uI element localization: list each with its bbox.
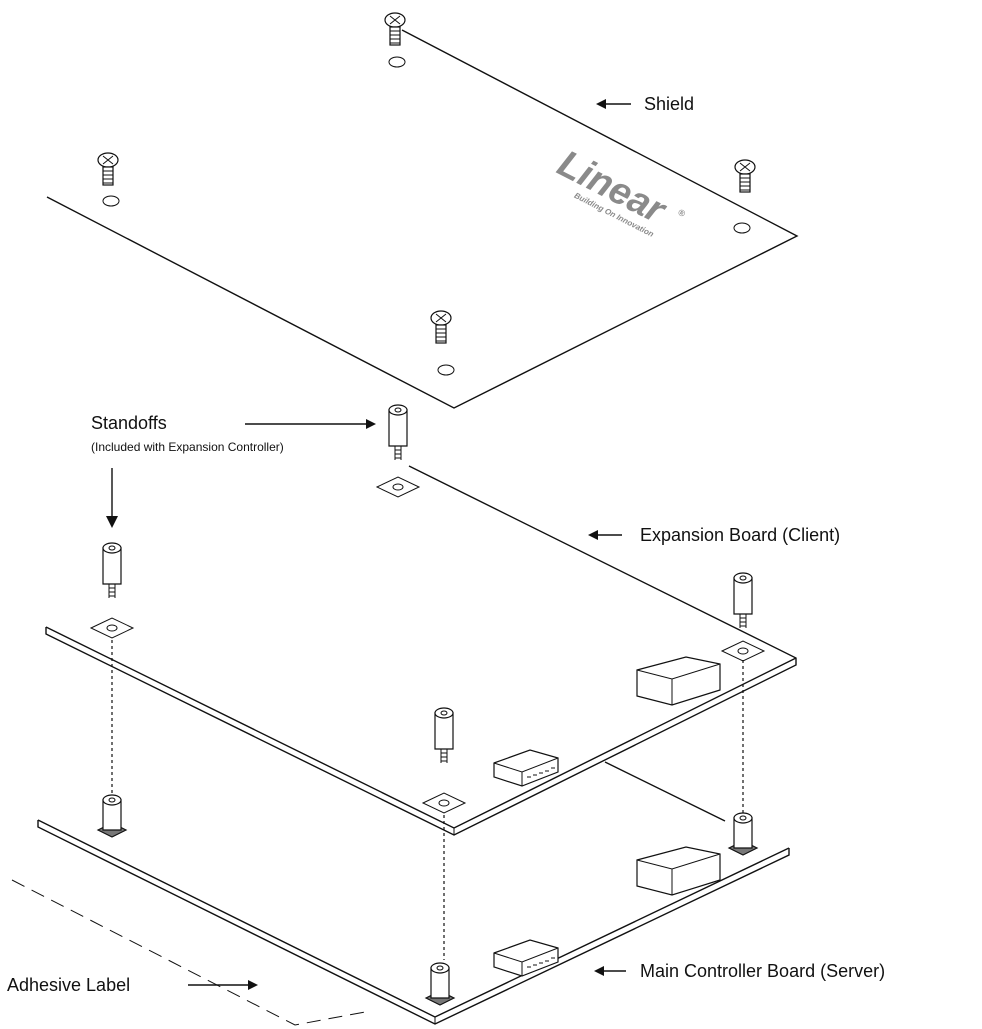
adhesive-label-outline: [11, 879, 366, 1026]
standoffs-arrow-down: [106, 468, 118, 528]
standoff-main-front: [424, 962, 456, 1006]
adhesive-label-arrow: [188, 980, 258, 990]
shield-plate: [46, 29, 799, 409]
svg-text:®: ®: [676, 207, 687, 219]
adhesive-label-text: Adhesive Label: [7, 975, 130, 995]
relay-block-upper: [636, 656, 721, 706]
dip-switch-lower: [493, 939, 559, 977]
standoff-exp-top: [388, 404, 408, 460]
standoffs-note: (Included with Expansion Controller): [91, 440, 284, 454]
screw-top: [384, 12, 406, 46]
main-board-label: Main Controller Board (Server): [640, 961, 885, 981]
standoffs-label: Standoffs: [91, 413, 167, 433]
screw-right: [734, 159, 756, 193]
expansion-board-label: Expansion Board (Client): [640, 525, 840, 545]
shield-arrow: [596, 99, 631, 109]
standoff-exp-right: [733, 572, 753, 628]
dip-switch-upper: [493, 749, 559, 787]
relay-block-lower: [636, 846, 721, 896]
standoff-exp-left: [102, 542, 122, 598]
standoff-main-right: [727, 812, 759, 856]
main-controller-board: [37, 761, 790, 1025]
standoff-exp-bottom: [434, 707, 454, 763]
main-board-arrow: [594, 966, 626, 976]
standoffs-arrow-right: [245, 419, 376, 429]
shield-label: Shield: [644, 94, 694, 114]
expansion-board: [45, 465, 797, 836]
expansion-board-arrow: [588, 530, 622, 540]
standoff-main-left: [96, 794, 128, 838]
screw-bottom: [430, 310, 452, 344]
svg-text:Linear: Linear: [551, 143, 674, 233]
screw-left: [97, 152, 119, 186]
linear-logo: Linear Building On Innovation ®: [551, 143, 687, 239]
